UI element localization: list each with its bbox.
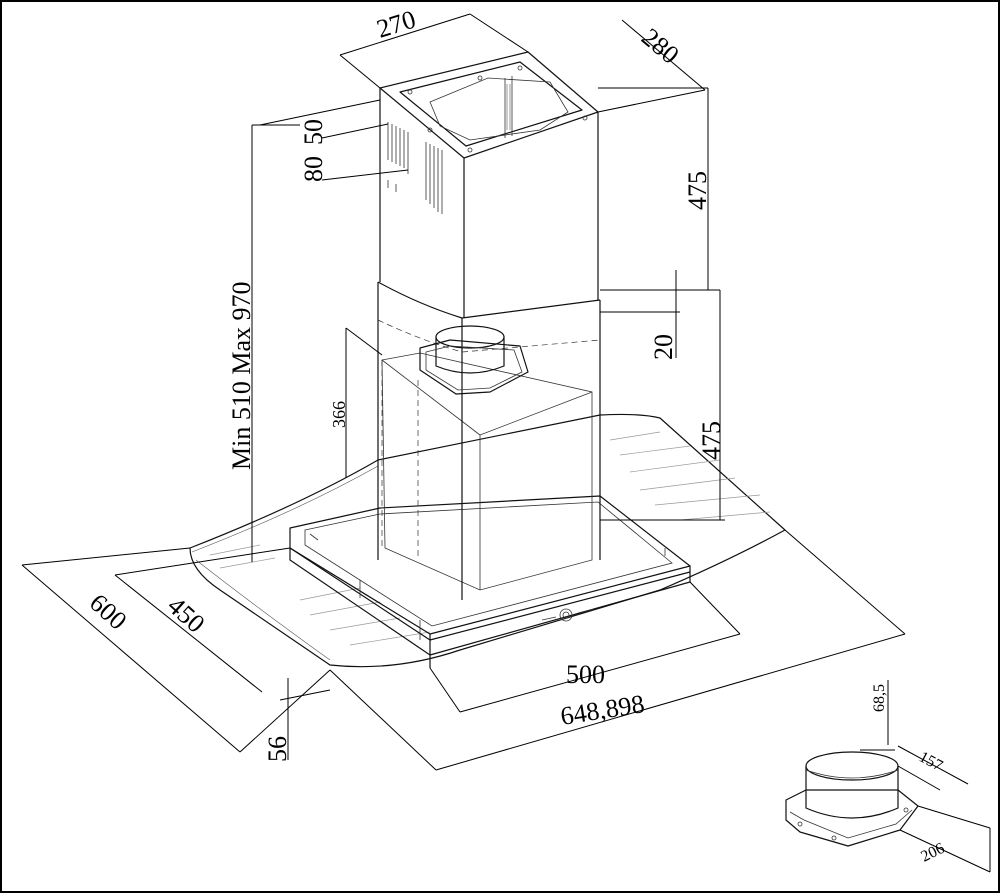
- dim-lower-chimney: 475: [600, 290, 726, 521]
- label-366: 366: [329, 401, 349, 428]
- label-500: 500: [566, 660, 605, 689]
- dim-adapter-diameter: 157: [897, 745, 969, 791]
- label-50: 50: [299, 119, 328, 145]
- dim-motor-housing: 366: [329, 327, 383, 478]
- dim-top-width: 270: [339, 5, 529, 89]
- dim-overlap: 20: [600, 270, 680, 360]
- dim-glass-width: 648,898: [329, 529, 906, 771]
- dim-adapter-height: 68,5: [860, 680, 895, 751]
- label-206: 206: [918, 840, 947, 866]
- dim-upper-chimney: 475: [598, 87, 720, 291]
- label-475-upper: 475: [683, 171, 712, 210]
- label-450: 450: [162, 591, 210, 639]
- control-panel: [541, 608, 595, 622]
- dim-vent-gaps: 80 50: [259, 99, 409, 182]
- label-475-lower: 475: [697, 421, 726, 460]
- dim-glass-depth: 600: [21, 547, 331, 753]
- label-56: 56: [263, 736, 292, 762]
- label-min-max: Min 510 Max 970: [227, 282, 256, 471]
- dim-top-depth: 280: [597, 19, 706, 113]
- dim-adapter-width: 206: [899, 805, 991, 873]
- dim-height-range: Min 510 Max 970: [227, 124, 300, 562]
- hood-body: [289, 495, 691, 668]
- dim-body-height: 56: [263, 678, 331, 762]
- outlet-collar: [419, 325, 529, 395]
- label-600: 600: [84, 588, 132, 636]
- label-648898: 648,898: [558, 689, 646, 731]
- label-80: 80: [299, 156, 328, 182]
- label-685: 68,5: [871, 684, 888, 712]
- mounting-holes: [407, 65, 588, 153]
- lower-chimney: [377, 281, 601, 600]
- upper-chimney: [379, 51, 599, 318]
- label-280: 280: [636, 22, 685, 69]
- label-157: 157: [916, 749, 945, 775]
- dim-body-width: 500: [429, 581, 741, 713]
- label-270: 270: [373, 5, 419, 44]
- label-20: 20: [649, 334, 678, 360]
- glass-canopy: [189, 413, 786, 668]
- vent-slots: [387, 122, 443, 214]
